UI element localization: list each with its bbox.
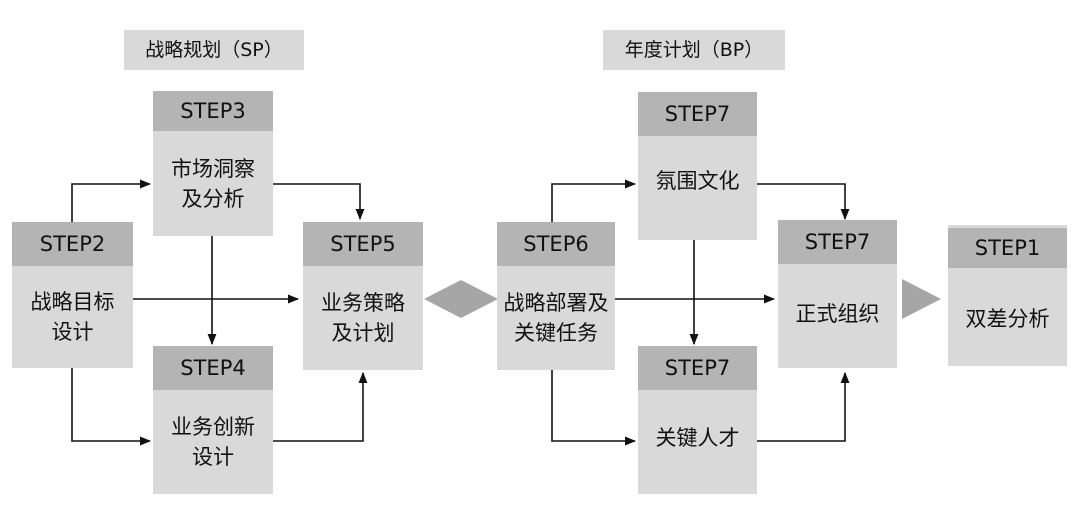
step2-box: STEP2 战略目标设计 — [12, 222, 133, 368]
diamond-link-icon — [424, 280, 498, 318]
step7-culture-header: STEP7 — [638, 92, 757, 136]
step2-header: STEP2 — [12, 222, 133, 266]
step7-talent-header: STEP7 — [638, 346, 757, 390]
step2-text: 战略目标设计 — [30, 290, 115, 344]
step3-text: 市场洞察及分析 — [171, 156, 255, 211]
step7-talent-text: 关键人才 — [655, 426, 740, 450]
step7-culture-box: STEP7 氛围文化 — [638, 92, 757, 240]
triangle-arrow-icon — [902, 279, 941, 319]
step5-body: 业务策略及计划 — [303, 266, 423, 370]
connector-talent-to-org — [757, 371, 850, 442]
step3-header: STEP3 — [153, 91, 273, 131]
connector-step3-to-step5 — [273, 183, 365, 221]
step1-header: STEP1 — [948, 228, 1067, 268]
step5-box: STEP5 业务策略及计划 — [303, 222, 423, 370]
step3-body: 市场洞察及分析 — [153, 131, 273, 236]
step7-org-text: 正式组织 — [795, 302, 880, 326]
step4-text: 业务创新设计 — [171, 415, 255, 469]
step1-box: STEP1 双差分析 — [948, 225, 1067, 366]
section-label-sp: 战略规划（SP） — [124, 30, 304, 70]
step4-body: 业务创新设计 — [153, 390, 273, 494]
step1-body: 双差分析 — [948, 268, 1067, 366]
step2-body: 战略目标设计 — [12, 266, 133, 368]
step6-box: STEP6 战略部署及关键任务 — [497, 222, 615, 370]
step7-talent-box: STEP7 关键人才 — [638, 346, 757, 494]
step5-header: STEP5 — [303, 222, 423, 266]
step6-header: STEP6 — [497, 222, 615, 266]
step7-org-body: 正式组织 — [778, 264, 897, 368]
connector-step6-to-talent — [551, 370, 637, 446]
step7-org-box: STEP7 正式组织 — [778, 220, 897, 368]
step4-box: STEP4 业务创新设计 — [153, 346, 273, 494]
connector-culture-to-org — [757, 183, 850, 221]
connector-step2-to-step3 — [71, 179, 152, 222]
step5-text: 业务策略及计划 — [321, 291, 405, 345]
step6-body: 战略部署及关键任务 — [497, 266, 615, 370]
step6-text: 战略部署及关键任务 — [503, 291, 609, 345]
section-label-bp: 年度计划（BP） — [603, 30, 785, 70]
connector-step6-to-culture — [551, 179, 637, 222]
step7-talent-body: 关键人才 — [638, 390, 757, 494]
connector-step4-to-step5 — [273, 371, 368, 442]
connector-step2-to-step4 — [71, 368, 152, 446]
step7-culture-text: 氛围文化 — [655, 169, 740, 193]
step3-box: STEP3 市场洞察及分析 — [153, 91, 273, 236]
step4-header: STEP4 — [153, 346, 273, 390]
step1-text: 双差分析 — [965, 307, 1050, 331]
step7-org-header: STEP7 — [778, 220, 897, 264]
step7-culture-body: 氛围文化 — [638, 136, 757, 240]
